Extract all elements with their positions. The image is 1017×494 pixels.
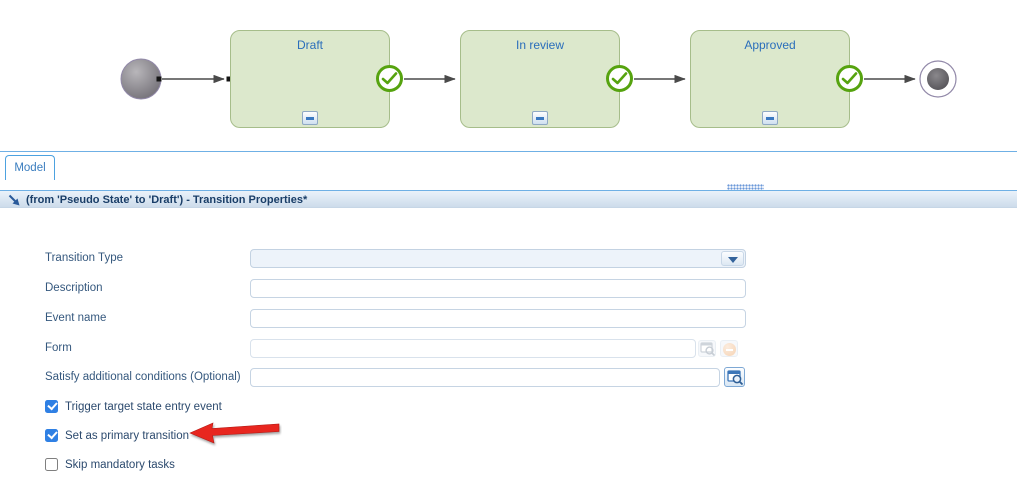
selection-handle[interactable]: [226, 76, 232, 82]
check-icon[interactable]: [376, 65, 403, 92]
remove-minus-icon: [723, 343, 736, 356]
state-box-draft[interactable]: Draft: [230, 30, 390, 128]
transition-properties-header: (from 'Pseudo State' to 'Draft') - Trans…: [0, 190, 1017, 208]
skip-mandatory-tasks-checkbox[interactable]: [45, 458, 58, 471]
diagram-wires: [120, 58, 957, 100]
field-label-event-name: Event name: [45, 312, 107, 324]
field-label-transition-type: Transition Type: [45, 252, 123, 264]
state-label: In review: [515, 38, 565, 52]
collapse-minus-button[interactable]: [302, 111, 318, 125]
tab-model[interactable]: Model: [5, 155, 55, 180]
minus-icon: [536, 117, 544, 120]
transition-arrow-icon: [8, 194, 20, 206]
conditions-input[interactable]: [250, 368, 720, 387]
field-label-form: Form: [45, 342, 72, 354]
collapse-minus-button[interactable]: [532, 111, 548, 125]
transition-type-dropdown[interactable]: [250, 249, 746, 268]
trigger-entry-event-checkbox[interactable]: [45, 399, 58, 413]
event-name-input[interactable]: [250, 309, 746, 328]
check-glyph: [381, 72, 398, 85]
check-icon: [46, 428, 58, 440]
form-input[interactable]: [250, 339, 696, 358]
primary-transition-checkbox[interactable]: [45, 428, 58, 442]
field-label-description: Description: [45, 282, 103, 294]
state-diagram-canvas: Draft In review Approved: [0, 0, 1017, 152]
state-label: Approved: [744, 38, 796, 52]
check-icon: [46, 399, 58, 411]
tab-strip: Model: [0, 151, 1017, 190]
checkbox-label-trigger-entry: Trigger target state entry event: [65, 401, 222, 413]
selection-handle[interactable]: [156, 76, 162, 82]
browse-magnifier-icon: [700, 342, 716, 357]
state-label: Draft: [296, 38, 323, 52]
transition-arrow-pseudo-to-draft[interactable]: [156, 74, 232, 84]
check-icon[interactable]: [606, 65, 633, 92]
field-label-conditions: Satisfy additional conditions (Optional): [45, 371, 241, 383]
checkbox-label-primary-transition: Set as primary transition: [65, 430, 189, 442]
minus-icon: [306, 117, 314, 120]
conditions-browse-button[interactable]: [724, 367, 745, 387]
browse-magnifier-icon: [726, 369, 743, 385]
checkbox-label-skip-mandatory: Skip mandatory tasks: [65, 459, 175, 471]
check-glyph: [841, 72, 858, 85]
description-input[interactable]: [250, 279, 746, 298]
splitter-grip[interactable]: [727, 184, 764, 190]
chevron-down-icon: [728, 257, 738, 263]
collapse-minus-button[interactable]: [762, 111, 778, 125]
annotation-arrow-icon: [189, 422, 280, 444]
check-glyph: [611, 72, 628, 85]
end-state-inner-dot: [927, 68, 949, 90]
form-browse-button: [698, 340, 716, 357]
minus-icon: [766, 117, 774, 120]
dropdown-button[interactable]: [721, 251, 744, 266]
panel-title: (from 'Pseudo State' to 'Draft') - Trans…: [26, 194, 308, 206]
start-pseudo-state-node[interactable]: [120, 58, 162, 100]
form-remove-button: [720, 340, 738, 357]
check-icon[interactable]: [836, 65, 863, 92]
